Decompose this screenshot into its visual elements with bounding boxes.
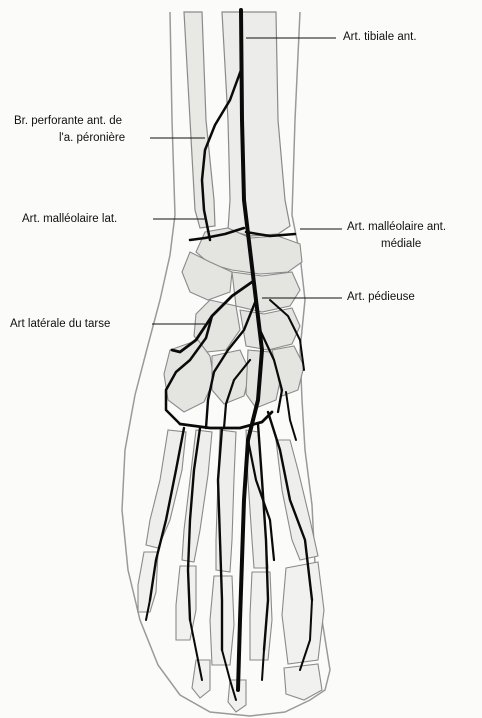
label-art-pedieuse: Art. pédieuse: [347, 290, 415, 304]
label-art-tibiale-ant: Art. tibiale ant.: [343, 30, 417, 44]
label-art-laterale-tarse: Art latérale du tarse: [10, 317, 110, 331]
tibia-bone: [222, 12, 290, 236]
tarsal-bones: [164, 228, 304, 412]
label-br-perforante-line2: l'a. péronière: [59, 131, 125, 145]
metatarsal-bones: [146, 430, 318, 572]
label-br-perforante-line1: Br. perforante ant. de: [14, 114, 122, 128]
label-art-malleolaire-lat: Art. malléolaire lat.: [22, 212, 117, 226]
fibula-bone: [184, 12, 215, 228]
label-art-malleolaire-ant-line1: Art. malléolaire ant.: [347, 220, 446, 234]
toe-phalanges: [138, 552, 324, 712]
label-art-malleolaire-ant-line2: médiale: [381, 237, 421, 251]
